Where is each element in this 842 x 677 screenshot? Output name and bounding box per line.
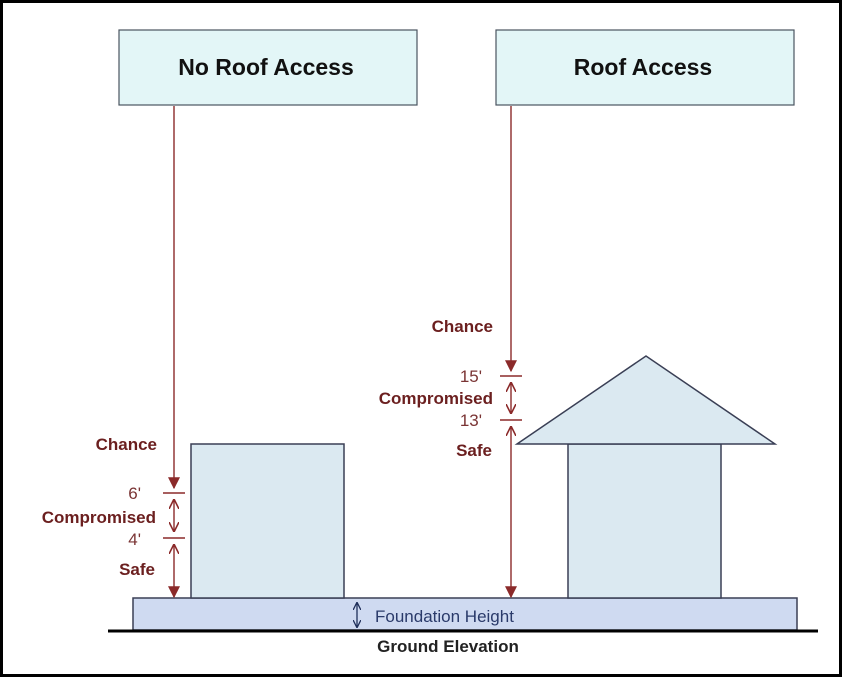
flat-roof-building [190,443,345,599]
right-compromised-label: Compromised [379,389,493,408]
foundation-slab [132,597,798,631]
roof-access-title: Roof Access [574,54,712,80]
right-depth-scale: Chance 15' Compromised 13' Safe [379,106,522,597]
no-roof-access-box [118,29,418,106]
right-chance-label: Chance [432,317,493,336]
no-roof-access-title: No Roof Access [178,54,354,80]
right-upper-threshold: 15' [460,367,482,386]
roof-access-header: Roof Access [495,29,795,106]
left-compromised-label: Compromised [42,508,156,527]
left-depth-scale: Chance 6' Compromised 4' Safe [42,106,185,597]
left-chance-label: Chance [96,435,157,454]
left-safe-label: Safe [119,560,155,579]
pitched-roof [514,355,778,445]
left-upper-threshold: 6' [128,484,141,503]
foundation-height-label: Foundation Height [375,607,514,626]
right-lower-threshold: 13' [460,411,482,430]
ground-elevation-label: Ground Elevation [377,637,519,656]
left-lower-threshold: 4' [128,530,141,549]
pitched-roof-building-walls [567,443,722,599]
roof-access-box [495,29,795,106]
right-safe-label: Safe [456,441,492,460]
no-roof-access-header: No Roof Access [118,29,418,106]
